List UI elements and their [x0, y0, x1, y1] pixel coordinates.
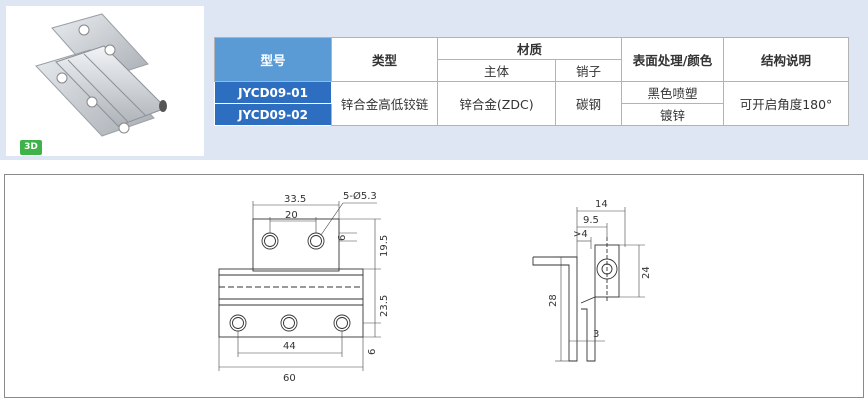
hinge-photo-illustration	[35, 13, 167, 137]
structure-cell: 可开启角度180°	[723, 81, 850, 126]
dim-label: 33.5	[284, 194, 306, 205]
model-cell: JYCD09-02	[214, 103, 332, 126]
dim-label: 44	[283, 341, 296, 352]
drawing-canvas: 33.5 20 5-Ø5.3 6 19.5 23.5 44 60 6	[218, 190, 652, 384]
finish-cell: 镀锌	[621, 103, 725, 126]
dim-label: 6	[367, 349, 378, 355]
hole	[264, 235, 276, 247]
header-type: 类型	[331, 37, 438, 82]
hole	[232, 317, 244, 329]
product-header-panel: 3D 型号 类型 材质 表面处理/颜色 结构说明 主体 销子 JYCD09-01…	[0, 0, 868, 160]
dim-label: 6	[337, 235, 348, 241]
header-body: 主体	[437, 59, 556, 82]
dim-label: 23.5	[379, 295, 390, 317]
front-dimension-labels: 33.5 20 5-Ø5.3 6 19.5 23.5 44 60 6	[283, 190, 390, 384]
dim-label: 5-Ø5.3	[343, 190, 377, 202]
product-photo: 3D	[6, 6, 204, 156]
type-cell: 锌合金高低铰链	[331, 81, 438, 126]
3d-badge[interactable]: 3D	[20, 140, 42, 155]
hole	[336, 317, 348, 329]
dim-label: 28	[548, 294, 559, 307]
dim-label: 20	[285, 210, 298, 221]
dim-label: 60	[283, 373, 296, 384]
hole	[310, 235, 322, 247]
header-material: 材质	[436, 37, 623, 60]
dim-label: 14	[595, 199, 608, 210]
upper-leaf	[252, 218, 340, 272]
header-structure: 结构说明	[723, 37, 850, 82]
body-material-cell: 锌合金(ZDC)	[437, 81, 556, 126]
front-dimensions	[218, 201, 381, 371]
model-cell: JYCD09-01	[214, 81, 332, 104]
dim-label: 24	[641, 266, 652, 279]
technical-drawing: 33.5 20 5-Ø5.3 6 19.5 23.5 44 60 6	[4, 174, 864, 398]
dim-label: 9.5	[583, 215, 599, 226]
side-leaf	[532, 256, 578, 362]
lower-leaf	[218, 304, 364, 338]
header-model: 型号	[214, 37, 332, 82]
side-view	[532, 237, 620, 362]
pin-material-cell: 碳钢	[554, 81, 623, 126]
header-finish: 表面处理/颜色	[621, 37, 725, 82]
side-dimensions	[533, 207, 645, 362]
dim-label: >4	[573, 229, 588, 240]
side-dimension-labels: 14 9.5 >4 28 24 3	[548, 199, 652, 340]
finish-cell: 黑色喷塑	[621, 81, 725, 104]
dim-label: 3	[593, 329, 599, 340]
header-pin: 销子	[554, 59, 623, 82]
spec-table: 型号 类型 材质 表面处理/颜色 结构说明 主体 销子 JYCD09-01 锌合…	[214, 37, 850, 126]
dim-label: 19.5	[379, 235, 390, 257]
hole	[283, 317, 295, 329]
